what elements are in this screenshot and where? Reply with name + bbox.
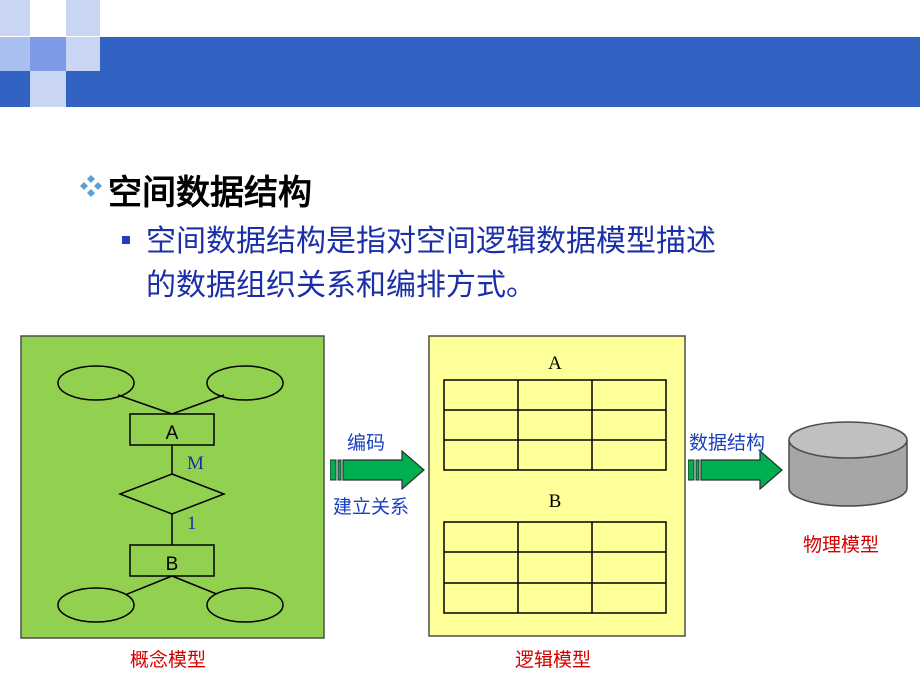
description-line-1: 空间数据结构是指对空间逻辑数据模型描述 [146,224,716,259]
cardinality-1-label: 1 [187,513,197,534]
arrow-right-icon [688,450,783,490]
conceptual-model-caption: 概念模型 [130,649,207,671]
attribute-ellipse [57,587,135,623]
entity-b-box [129,544,215,577]
entity-a-label: A [165,423,179,444]
build-relation-label: 建立关系 [333,496,410,518]
decor-square [0,0,30,36]
table-a-grid [443,379,667,471]
table-b-grid [443,521,667,614]
table-a-title: A [548,353,562,374]
table-b-title: B [548,491,562,512]
connector-line [171,394,225,415]
decor-square [0,37,30,71]
connector-line [119,575,173,598]
description-line-2: 的数据组织关系和编排方式。 [146,268,536,303]
encode-label: 编码 [347,432,386,454]
logical-model-caption: 逻辑模型 [515,649,592,671]
cardinality-m-label: M [187,453,204,474]
description-text: 空间数据结构是指对空间逻辑数据模型描述 的数据组织关系和编排方式。 [146,220,716,308]
logical-model-box [428,335,686,637]
decor-square [30,37,66,71]
decor-square [66,0,100,36]
decor-square [66,37,100,71]
data-structure-label: 数据结构 [689,432,766,454]
decor-square [30,71,66,107]
attribute-ellipse [206,587,284,623]
connector-line [171,575,225,598]
header-band [0,37,920,107]
entity-b-label: B [165,554,179,575]
conceptual-model-diagram [20,335,325,639]
database-cylinder-icon [788,421,908,507]
entity-a-box [129,413,215,446]
decor-square [30,0,66,36]
attribute-ellipse [57,365,135,401]
diamond-bullet-icon [80,175,102,197]
arrow-right-icon [330,450,425,490]
connector-line [117,394,173,415]
square-bullet-icon [122,236,130,244]
attribute-ellipse [206,365,284,401]
page-title: 空间数据结构 [108,173,312,213]
physical-model-caption: 物理模型 [803,534,880,556]
logical-model-diagram [428,335,686,637]
